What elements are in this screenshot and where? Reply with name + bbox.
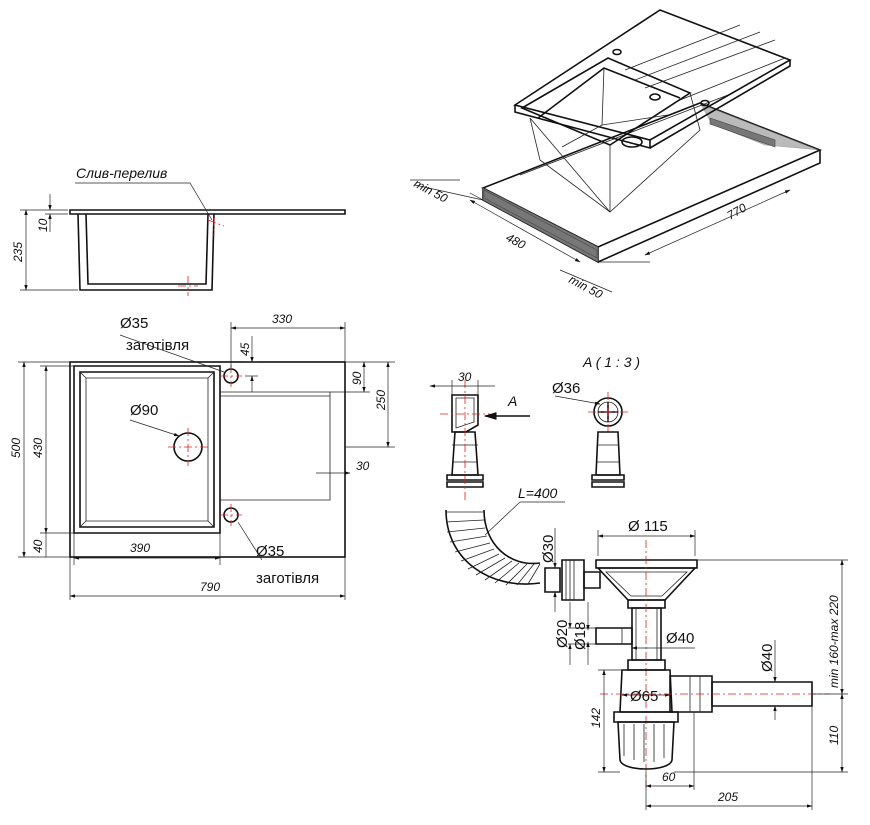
dim-390: 390 xyxy=(130,541,150,555)
diam-115: Ø 115 xyxy=(628,518,668,535)
dim-500: 500 xyxy=(9,438,23,458)
plan-view: Ø90 Ø35 заготівля Ø35 заготівля 330 45 9… xyxy=(9,312,395,600)
iso-min50-left: min 50 xyxy=(412,176,451,205)
diam-40-tube: Ø40 xyxy=(666,630,694,647)
dim-30-top: 30 xyxy=(458,370,472,384)
diam-30: Ø30 xyxy=(540,535,557,563)
dim-30-plan: 30 xyxy=(356,459,370,473)
dim-330: 330 xyxy=(272,312,292,326)
dim-110: 110 xyxy=(827,726,841,745)
detail-title: A ( 1 : 3 ) xyxy=(582,354,640,370)
hose-length: L=400 xyxy=(518,485,558,501)
diam-36: Ø36 xyxy=(552,380,580,397)
dim-142: 142 xyxy=(589,708,603,728)
diam-18: Ø18 xyxy=(572,622,589,650)
dim-45: 45 xyxy=(238,342,252,356)
dim-90: 90 xyxy=(350,371,364,385)
height-range: min 160-max 220 xyxy=(827,595,841,688)
drain-overflow-label: Слив-перелив xyxy=(76,165,167,181)
dim-790: 790 xyxy=(200,580,220,594)
hole-top-note: заготівля xyxy=(126,337,189,354)
dim-10: 10 xyxy=(36,218,50,232)
hole-top-diameter: Ø35 xyxy=(120,315,148,332)
dim-40: 40 xyxy=(31,539,45,553)
arrow-a-label: A xyxy=(507,393,517,409)
iso-480: 480 xyxy=(504,230,529,252)
dim-235: 235 xyxy=(11,242,25,263)
dim-205: 205 xyxy=(717,790,738,804)
diam-40-outlet: Ø40 xyxy=(759,644,776,672)
dim-430: 430 xyxy=(31,438,45,458)
side-view: Слив-перелив 10 235 xyxy=(11,165,346,296)
iso-min50-right: min 50 xyxy=(567,272,606,301)
diam-20: Ø20 xyxy=(554,620,571,648)
dim-250: 250 xyxy=(374,390,388,411)
diam-65: Ø65 xyxy=(630,688,658,705)
hole-bottom-note: заготівля xyxy=(256,570,319,587)
siphon-view: A ( 1 : 3 ) 30 A Ø36 xyxy=(429,354,848,810)
hole-bottom-diameter: Ø35 xyxy=(256,543,284,560)
iso-view: min 50 480 770 min 50 xyxy=(410,9,823,302)
drain-diameter: Ø90 xyxy=(130,402,158,419)
dim-60: 60 xyxy=(662,770,676,784)
